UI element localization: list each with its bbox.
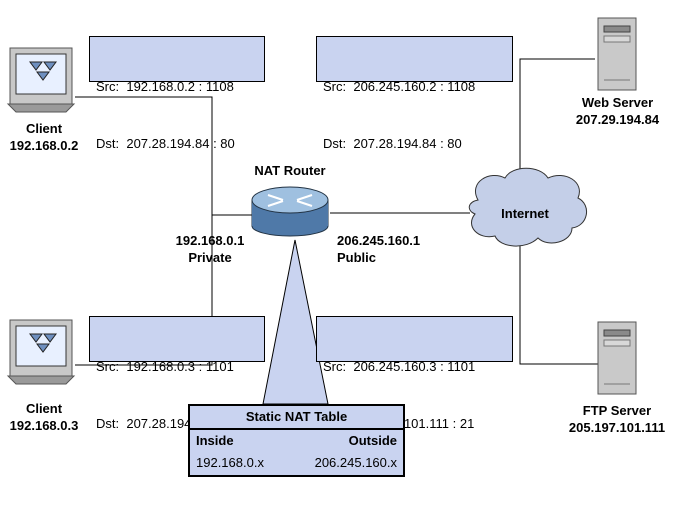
client-bottom-name: Client	[25, 401, 63, 416]
nat-table-title: Static NAT Table	[190, 406, 403, 430]
ftp-server-icon	[597, 321, 637, 395]
ftp-server-ip: 205.197.101.111	[568, 420, 666, 435]
packet-box-bottom-left: Src: 192.168.0.3 : 1101 Dst: 207.28.194.…	[89, 316, 265, 431]
packet-src: Src: 206.245.160.3 : 1101	[323, 359, 476, 374]
router-private-ip: 192.168.0.1	[175, 233, 245, 248]
packet-src: Src: 206.245.160.2 : 1108	[323, 79, 476, 94]
router-private-label: 192.168.0.1 Private	[160, 232, 260, 266]
web-server-label: Web Server 207.29.194.84	[560, 94, 675, 128]
router-public-ip: 206.245.160.1	[337, 233, 421, 248]
packet-src: Src: 192.168.0.2 : 1108	[96, 79, 234, 94]
client-top-ip: 192.168.0.2	[9, 138, 79, 153]
client-bottom-computer-icon	[6, 319, 76, 385]
nat-table-col-inside: Inside	[196, 433, 234, 448]
packet-src: Src: 192.168.0.3 : 1101	[96, 359, 234, 374]
client-bottom-label: Client 192.168.0.3	[0, 400, 88, 434]
client-top-label: Client 192.168.0.2	[0, 120, 88, 154]
nat-table-header-row: Inside Outside	[190, 430, 403, 452]
ftp-server-label: FTP Server 205.197.101.111	[555, 402, 679, 436]
packet-box-bottom-right: Src: 206.245.160.3 : 1101 Dst: 205.197.1…	[316, 316, 513, 431]
nat-table-inside-value: 192.168.0.x	[196, 455, 264, 470]
nat-table-outside-value: 206.245.160.x	[314, 455, 397, 470]
internet-cloud-icon	[468, 167, 587, 247]
link-internet-ftpserver	[519, 240, 598, 365]
link-internet-webserver	[519, 58, 595, 180]
client-bottom-ip: 192.168.0.3	[9, 418, 79, 433]
internet-label: Internet	[501, 206, 549, 221]
link-client-top-router	[75, 96, 252, 216]
web-server-icon	[597, 17, 637, 91]
router-private-text: Private	[188, 250, 232, 265]
router-public-label: 206.245.160.1 Public	[337, 232, 447, 266]
router-public-text: Public	[337, 250, 377, 265]
client-top-computer-icon	[6, 47, 76, 113]
nat-table-col-outside: Outside	[348, 433, 397, 448]
link-client-bottom-router	[75, 215, 213, 366]
web-server-ip: 207.29.194.84	[575, 112, 660, 127]
packet-dst: Dst: 207.28.194.84 : 80	[323, 136, 462, 151]
router-name-label: NAT Router	[254, 163, 326, 178]
connection-lines	[75, 58, 598, 366]
packet-dst: Dst: 207.28.194.84 : 80	[96, 136, 235, 151]
web-server-name: Web Server	[581, 95, 654, 110]
nat-router-icon	[251, 186, 329, 237]
static-nat-table: Static NAT Table Inside Outside 192.168.…	[188, 404, 405, 477]
packet-box-top-left: Src: 192.168.0.2 : 1108 Dst: 207.28.194.…	[89, 36, 265, 151]
nat-table-value-row: 192.168.0.x 206.245.160.x	[190, 452, 403, 474]
client-top-name: Client	[25, 121, 63, 136]
ftp-server-name: FTP Server	[582, 403, 652, 418]
packet-box-top-right: Src: 206.245.160.2 : 1108 Dst: 207.28.19…	[316, 36, 513, 151]
